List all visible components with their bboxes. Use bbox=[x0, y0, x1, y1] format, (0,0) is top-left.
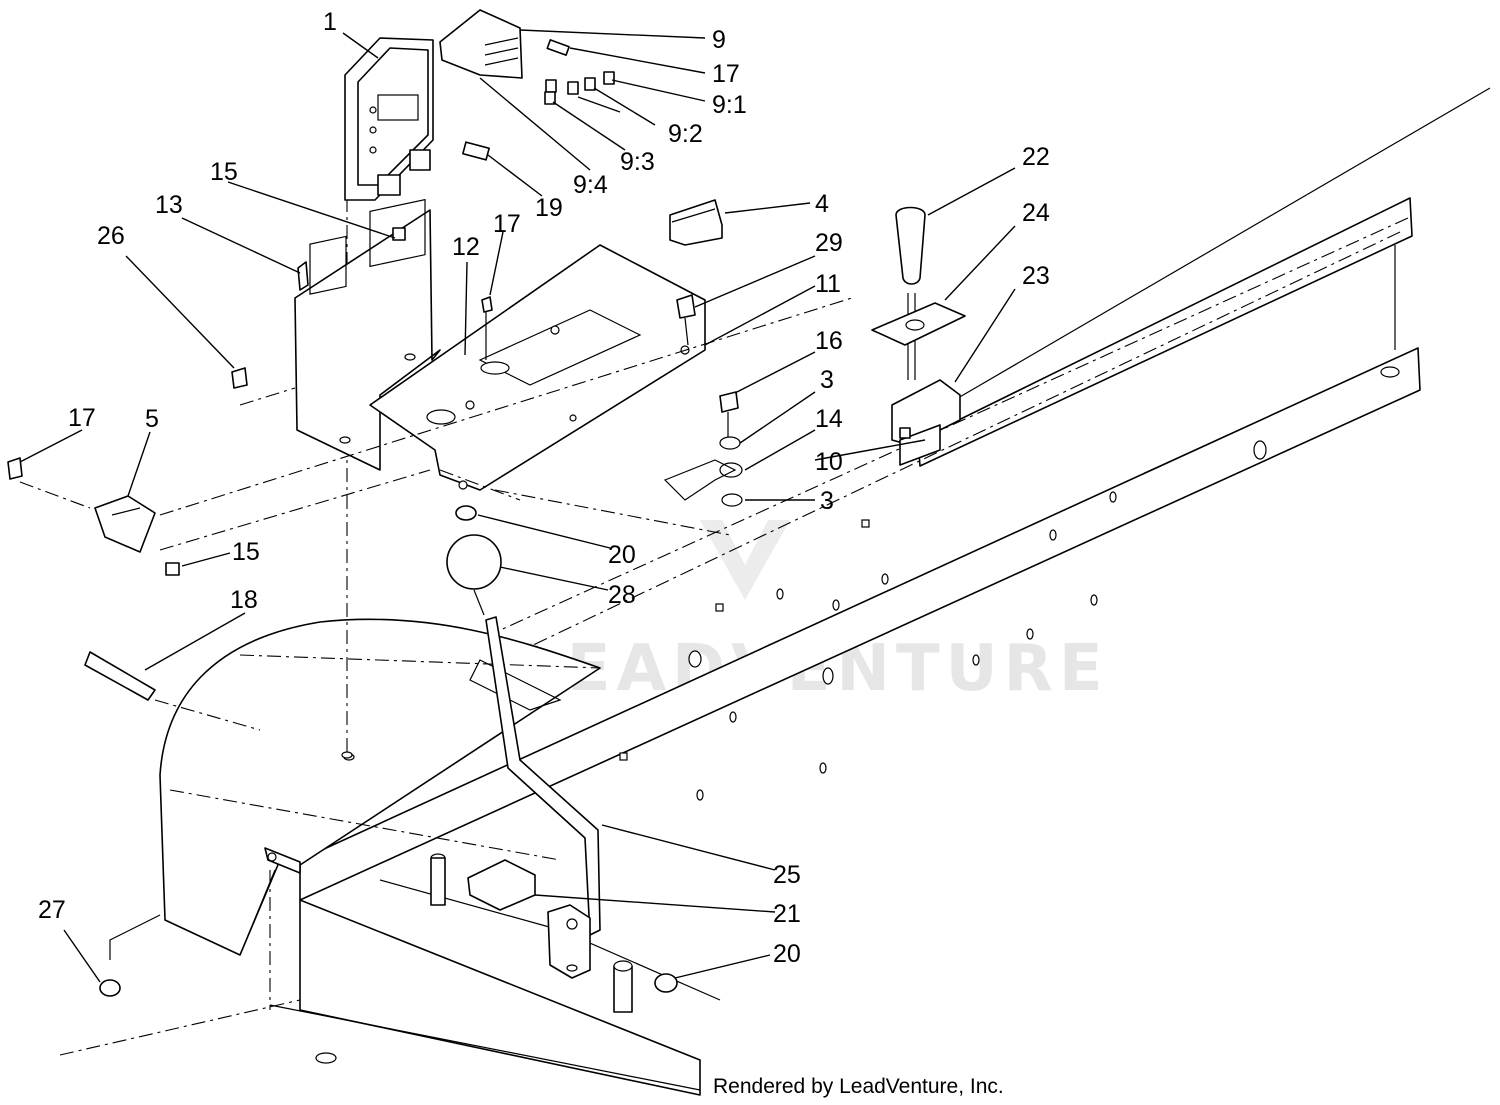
shift-lever bbox=[446, 534, 601, 979]
callout-27: 27 bbox=[38, 896, 66, 924]
callout-25: 25 bbox=[773, 861, 801, 889]
construction-lines bbox=[19, 296, 856, 731]
callout-9-3: 9:3 bbox=[620, 148, 655, 176]
callout-10: 10 bbox=[815, 448, 843, 476]
callout-15-lower: 15 bbox=[232, 538, 260, 566]
fasteners bbox=[7, 294, 743, 997]
lever-assembly bbox=[871, 206, 966, 466]
render-credit: Rendered by LeadVenture, Inc. bbox=[713, 1075, 1004, 1098]
callout-19: 19 bbox=[535, 194, 563, 222]
callout-13: 13 bbox=[155, 191, 183, 219]
mount-bracket bbox=[294, 198, 441, 471]
frame-chassis bbox=[59, 87, 1491, 1096]
callout-16: 16 bbox=[815, 327, 843, 355]
callout-17-switch: 17 bbox=[68, 404, 96, 432]
callout-17-connector: 17 bbox=[712, 60, 740, 88]
callout-1: 1 bbox=[323, 8, 337, 36]
callout-11: 11 bbox=[815, 270, 841, 298]
mounting-plate bbox=[369, 244, 706, 501]
callout-24: 24 bbox=[1022, 199, 1050, 227]
callout-17-bracket: 17 bbox=[493, 210, 521, 238]
callout-20-lower: 20 bbox=[773, 940, 801, 968]
callout-14: 14 bbox=[815, 405, 843, 433]
callout-12: 12 bbox=[452, 233, 480, 261]
connector-harness bbox=[439, 9, 615, 161]
callout-23: 23 bbox=[1022, 262, 1050, 290]
callout-3-upper: 3 bbox=[820, 366, 834, 394]
callout-4: 4 bbox=[815, 190, 829, 218]
callout-15-top: 15 bbox=[210, 158, 238, 186]
callout-3-lower: 3 bbox=[820, 487, 834, 515]
callout-9-4: 9:4 bbox=[573, 171, 608, 199]
callout-26: 26 bbox=[97, 222, 125, 250]
switch bbox=[94, 495, 156, 553]
callout-28: 28 bbox=[608, 581, 636, 609]
callout-5: 5 bbox=[145, 405, 159, 433]
callout-20-upper: 20 bbox=[608, 541, 636, 569]
callout-9-2: 9:2 bbox=[668, 120, 703, 148]
leader-lines bbox=[19, 29, 1016, 983]
callout-9-1: 9:1 bbox=[712, 91, 747, 119]
callout-29: 29 bbox=[815, 229, 843, 257]
callout-18: 18 bbox=[230, 586, 258, 614]
callout-labels: 1 9 17 9:1 9:2 9:3 9:4 19 15 13 26 12 17… bbox=[38, 8, 1050, 968]
callout-21: 21 bbox=[773, 900, 801, 928]
callout-22: 22 bbox=[1022, 143, 1050, 171]
control-module bbox=[344, 37, 434, 201]
callout-9: 9 bbox=[712, 26, 726, 54]
relay bbox=[669, 199, 723, 246]
